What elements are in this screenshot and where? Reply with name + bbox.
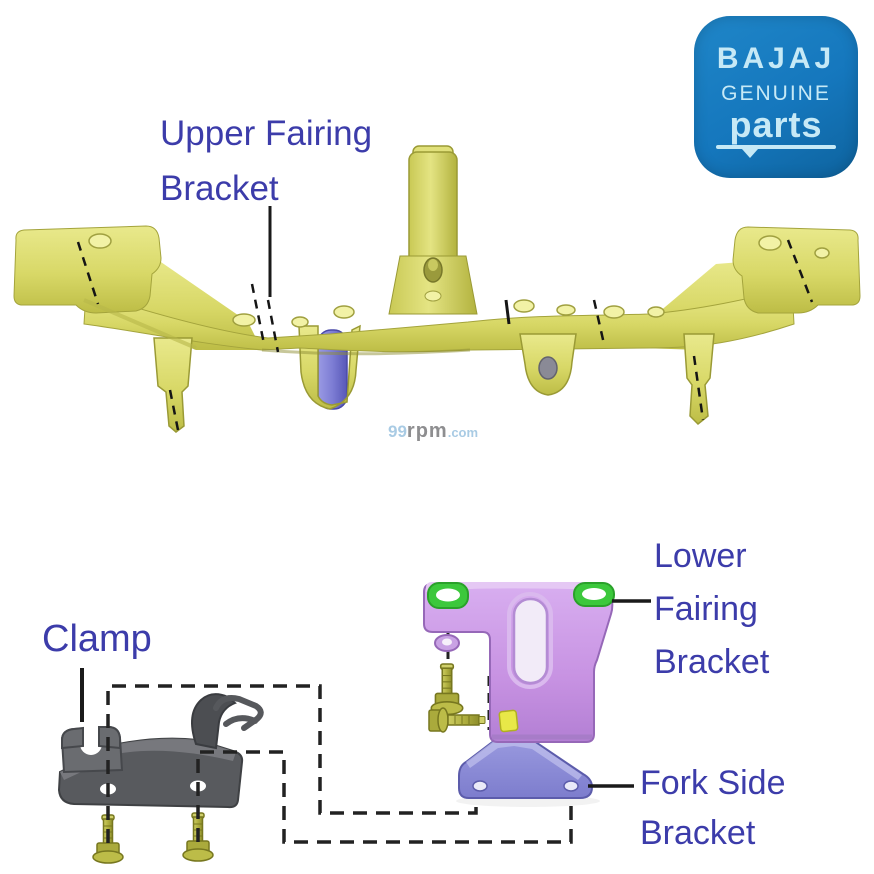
fork-label-line2: Bracket [640, 814, 756, 852]
lower-fairing-bracket-part [423, 582, 615, 743]
clamp-label-text: Clamp [42, 618, 152, 660]
spacer-clip [498, 709, 519, 733]
logo-arrow-icon [742, 149, 758, 158]
logo-underline [716, 145, 836, 149]
fork-label-line1: Fork Side [640, 764, 786, 802]
logo-parts-text: parts [729, 104, 823, 145]
watermark: 99rpm.com [388, 420, 478, 443]
bajaj-genuine-parts-badge: BAJAJ GENUINE parts [694, 16, 858, 178]
assembly-dashed-paths [106, 684, 573, 844]
grommet-right [573, 582, 615, 607]
clamp-label: Clamp [42, 616, 152, 662]
upper-fairing-bracket-part [13, 145, 861, 433]
fork-side-bracket-part [456, 707, 600, 807]
fold-marks [76, 239, 814, 431]
watermark-prefix: 99 [388, 422, 407, 441]
logo-genuine-text: GENUINE [721, 82, 831, 105]
watermark-mid: rpm [406, 420, 448, 442]
lower-label-line3: Bracket [654, 643, 770, 681]
lower-label-line1: Lower [654, 537, 747, 575]
lower-label-line2: Fairing [654, 590, 758, 628]
grommet-left [427, 582, 469, 609]
fork-side-bracket-label: Fork Side Bracket [640, 758, 786, 858]
logo-brand-text: BAJAJ [716, 42, 836, 75]
upper-fairing-bracket-label: Upper Fairing Bracket [160, 106, 372, 216]
mounting-bolt-horizontal [428, 707, 486, 733]
bracket-holes [88, 233, 830, 328]
watermark-suffix: .com [447, 425, 479, 440]
washer [434, 634, 460, 652]
leader-lines [80, 206, 651, 788]
lower-fairing-bracket-label: Lower Fairing Bracket [654, 530, 769, 689]
mounting-bolt-vertical [430, 663, 464, 716]
upper-label-line2: Bracket [160, 169, 279, 208]
clamp-hook [213, 695, 264, 731]
upper-label-line1: Upper Fairing [160, 114, 373, 153]
